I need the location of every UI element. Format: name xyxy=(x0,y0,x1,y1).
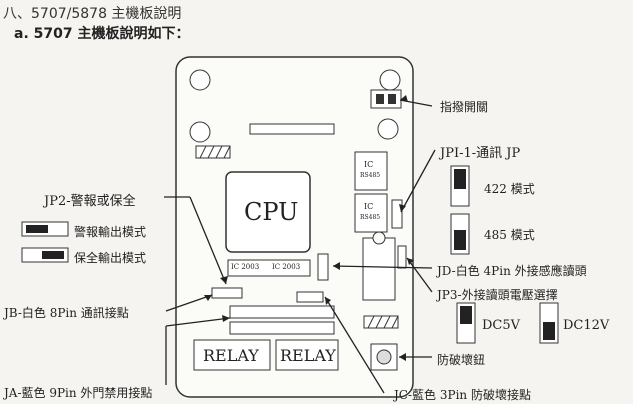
ic3-label: IC 2003 xyxy=(231,263,260,271)
security-mode-label: 保全輸出模式 xyxy=(74,251,147,265)
subsection-heading: a. 5707 主機板說明如下： xyxy=(14,26,190,42)
cpu-label: CPU xyxy=(244,198,299,226)
jd-label: JD-白色 4Pin 外接感應讀頭 xyxy=(437,264,587,278)
mode-422-label: 422 模式 xyxy=(484,182,535,196)
jp2-label: JP2-警報或保全 xyxy=(44,194,136,209)
tamper-label: 防破壞鈕 xyxy=(437,353,486,367)
dc12v-label: DC12V xyxy=(563,318,610,333)
ic2-sub: RS485 xyxy=(360,214,381,221)
ic1-sub: RS485 xyxy=(360,172,381,179)
jb-label: JB-白色 8Pin 通訊接點 xyxy=(4,306,129,320)
section-heading: 八、5707/5878 主機板說明 xyxy=(3,6,182,22)
mode-485-label: 485 模式 xyxy=(484,228,535,242)
relay1-label: RELAY xyxy=(203,346,259,365)
jp3-label: JP3-外接讀頭電壓選擇 xyxy=(437,288,558,302)
jc-label: JC-藍色 3Pin 防破壞接點 xyxy=(394,388,531,402)
ja-label: JA-藍色 9Pin 外門禁用接點 xyxy=(4,386,153,400)
ic1-label: IC xyxy=(364,160,374,169)
dc5v-label: DC5V xyxy=(482,318,521,333)
ic4-label: IC 2003 xyxy=(272,263,301,271)
alarm-mode-label: 警報輸出模式 xyxy=(74,225,147,239)
jp1-label: JPI-1-通訊 JP xyxy=(440,146,521,161)
ic2-label: IC xyxy=(364,202,374,211)
relay2-label: RELAY xyxy=(280,346,336,365)
dip-switch-label: 指撥開關 xyxy=(440,100,489,114)
